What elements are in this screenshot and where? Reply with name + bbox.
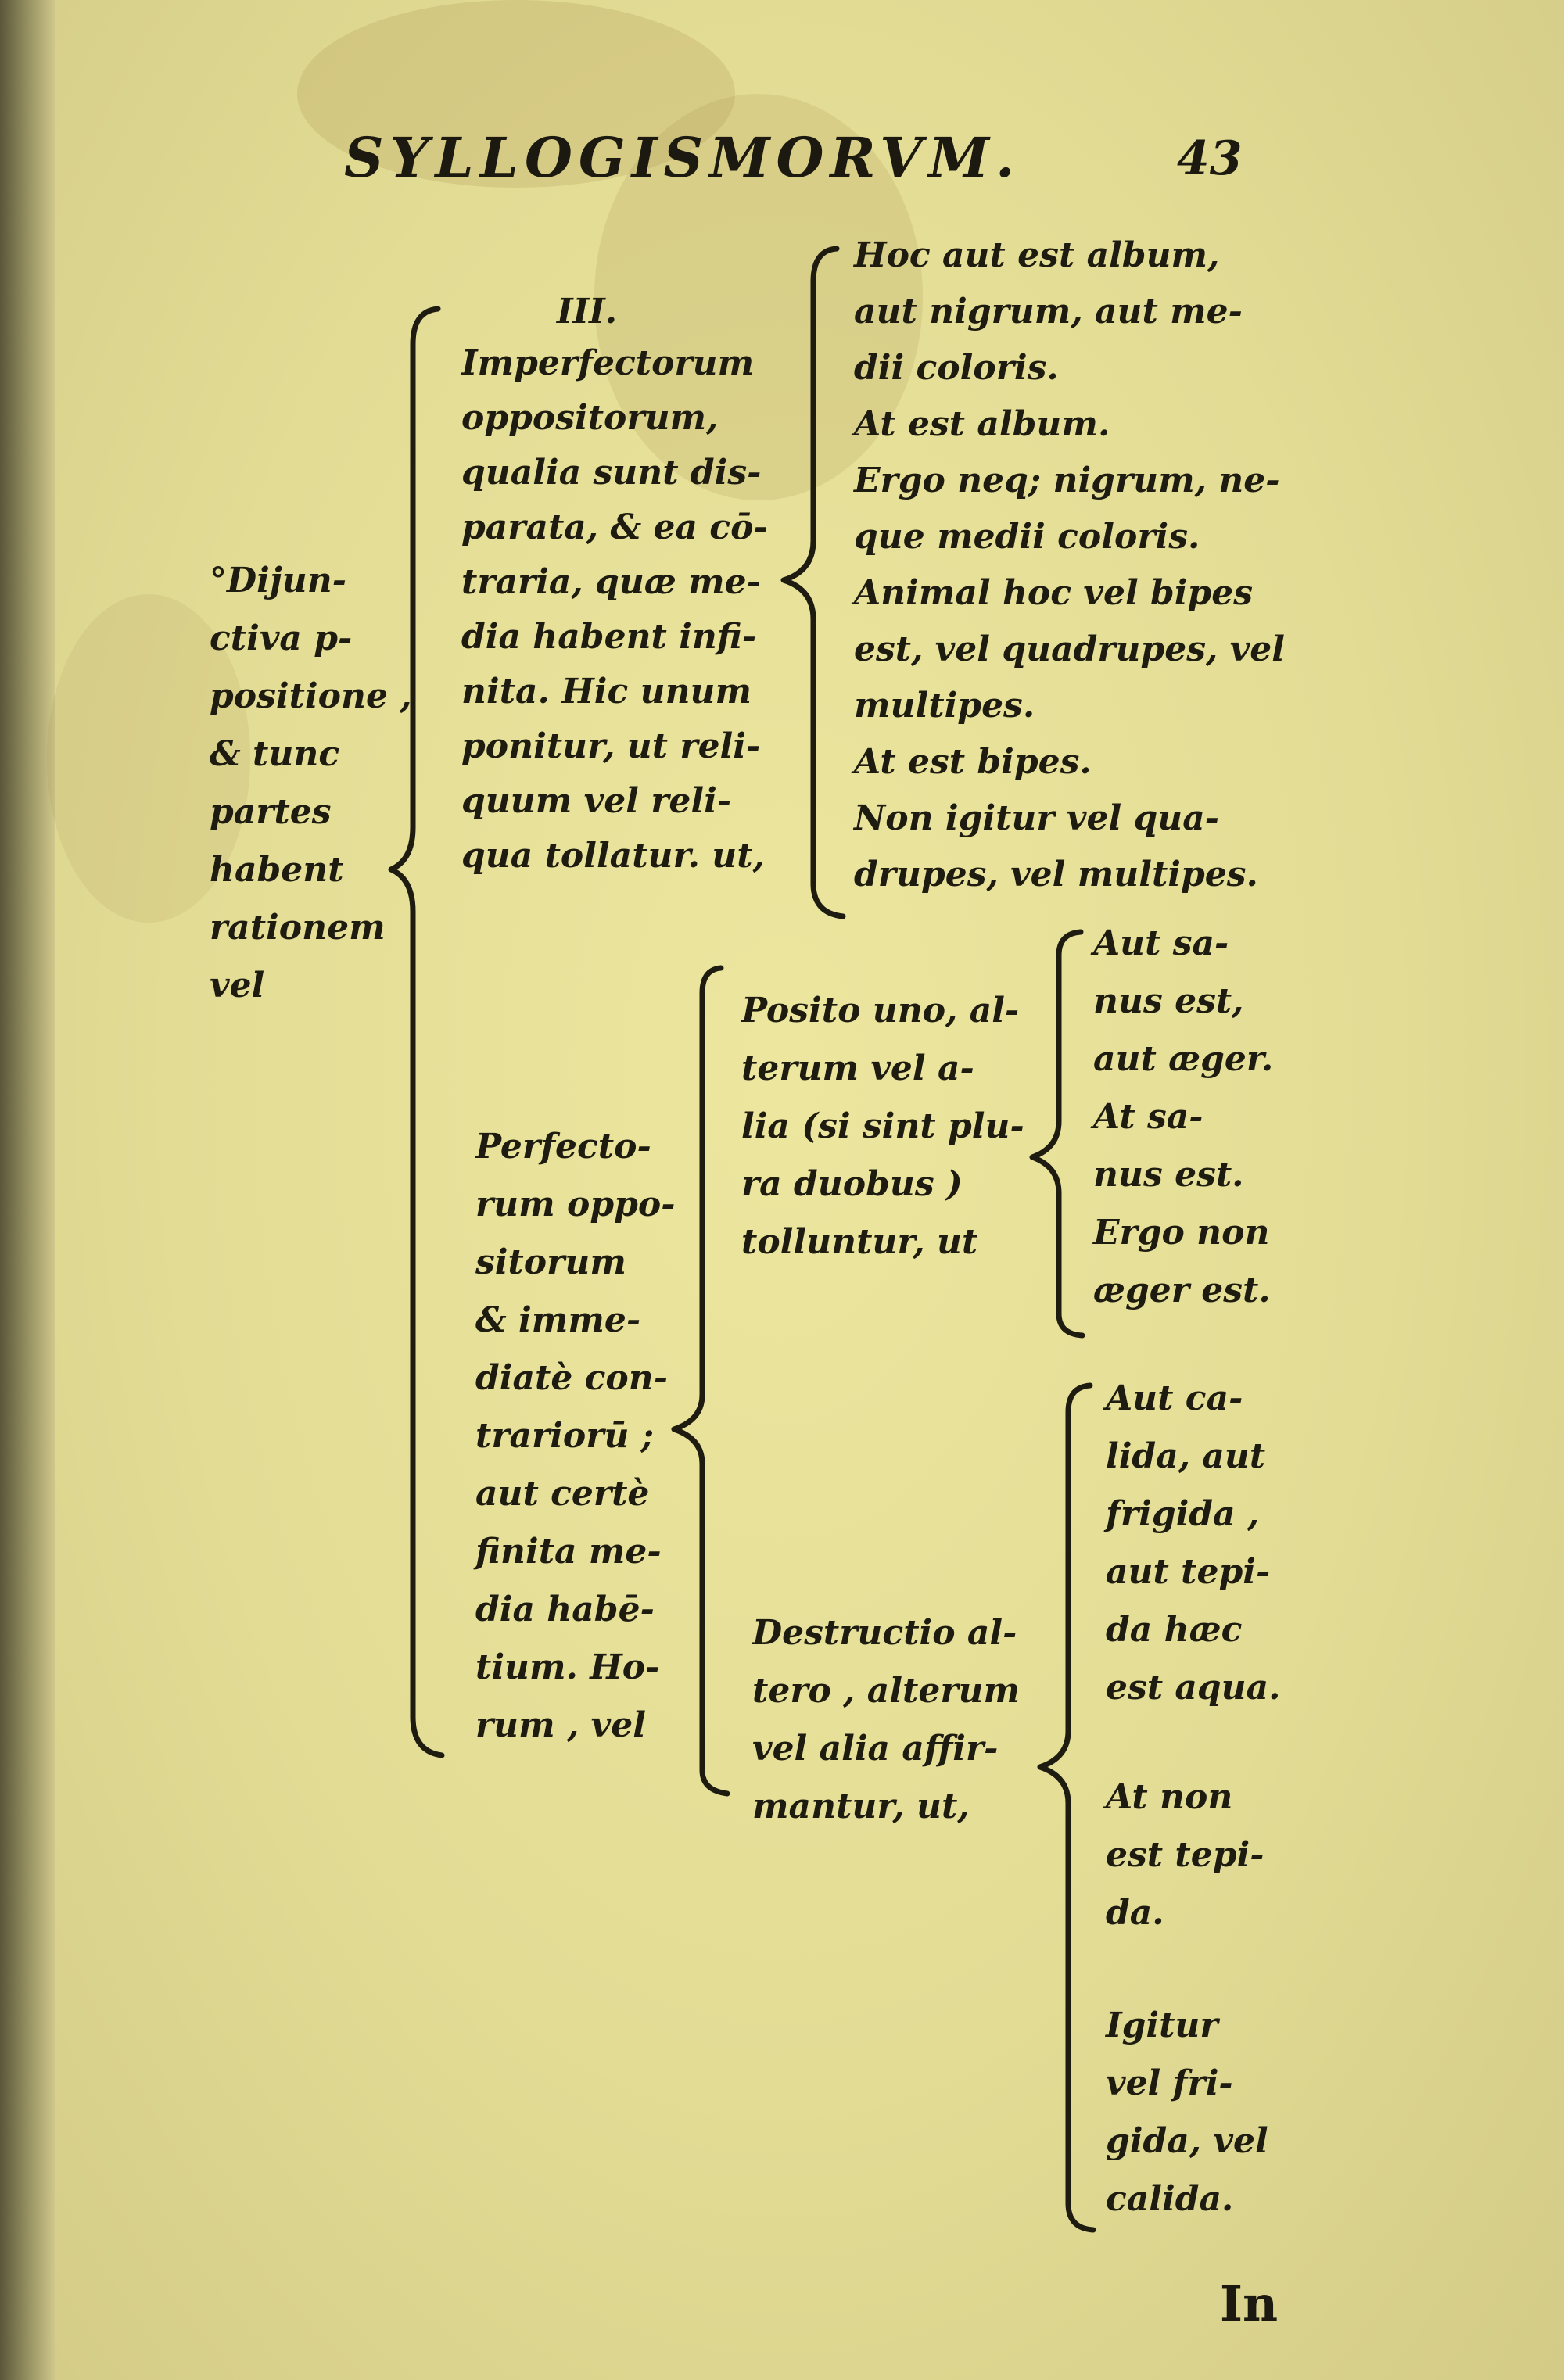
text-line: dia habē- [475,1590,655,1629]
text-line: trariorū ; [475,1416,654,1456]
text-line: drupes, vel multipes. [854,855,1258,894]
text-line: frigida , [1106,1494,1260,1534]
text-line: vel [210,966,265,1005]
text-line: At sa- [1093,1097,1203,1137]
text-line: ponitur, ut reli- [461,726,761,766]
text-line: At non [1106,1777,1233,1817]
section-numeral: III. [557,292,618,332]
text-line: vel alia affir- [752,1729,999,1769]
text-line: traria, quæ me- [461,562,761,602]
paper-stain [297,0,735,188]
text-line: Ergo neq; nigrum, ne- [854,461,1280,500]
text-line: mantur, ut, [752,1787,970,1826]
destructio-brace [1037,1382,1096,2233]
text-line: lida, aut [1106,1436,1266,1476]
text-line: aut æger. [1093,1039,1274,1079]
text-line: °Dijun- [210,561,347,600]
running-header-title: SYLLOGISMORVM. [344,125,1021,190]
text-line: est, vel quadrupes, vel [854,629,1285,669]
text-line: nita. Hic unum [461,672,752,711]
text-line: dii coloris. [854,348,1059,388]
text-line: Posito uno, al- [741,991,1020,1030]
text-line: Destructio al- [752,1613,1017,1653]
text-line: æger est. [1093,1271,1271,1310]
text-line: tium. Ho- [475,1647,660,1687]
posito-brace [1029,929,1085,1339]
text-line: & imme- [475,1300,641,1340]
imperfect-brace [780,246,846,919]
text-line: tero , alterum [752,1671,1021,1711]
text-line: Ergo non [1093,1213,1270,1253]
text-line: Igitur [1106,2005,1218,2045]
text-line: da. [1106,1893,1164,1933]
text-line: sitorum [475,1242,626,1282]
main-brace [388,306,445,1758]
text-line: Aut ca- [1106,1378,1243,1418]
text-line: partes [210,792,332,832]
text-line: ctiva p- [210,618,353,658]
text-line: rum , vel [475,1705,646,1745]
text-line: gida, vel [1106,2121,1268,2161]
text-line: tolluntur, ut [741,1222,978,1262]
text-line: terum vel a- [741,1048,974,1088]
text-line: aut nigrum, aut me- [854,292,1243,332]
text-line: oppositorum, [461,398,719,438]
text-line: aut tepi- [1106,1552,1271,1592]
text-line: rationem [210,908,386,948]
text-line: parata, & ea cō- [461,507,768,547]
text-line: Aut sa- [1093,923,1229,963]
text-line: est tepi- [1106,1835,1264,1875]
text-line: est aqua. [1106,1668,1281,1708]
text-line: finita me- [475,1532,662,1572]
page-number: 43 [1177,131,1243,186]
text-line: diatè con- [475,1358,669,1398]
text-line: qua tollatur. ut, [461,836,765,876]
text-line: habent [210,850,344,890]
text-line: rum oppo- [475,1185,676,1224]
text-line: Animal hoc vel bipes [854,573,1253,613]
text-line: da hæc [1106,1610,1243,1650]
text-line: qualia sunt dis- [461,453,762,493]
catchword: In [1220,2275,1279,2332]
paper-stain [594,94,923,500]
text-line: nus est. [1093,1155,1244,1195]
paper-stain [47,594,250,923]
text-line: dia habent infi- [461,617,757,657]
text-line: positione , [210,676,412,716]
text-line: lia (si sint plu- [741,1106,1024,1146]
text-line: calida. [1106,2179,1234,2219]
text-line: Non igitur vel qua- [854,798,1220,838]
text-line: que medii coloris. [854,517,1200,557]
text-line: nus est, [1093,981,1244,1021]
text-line: Hoc aut est album, [854,235,1220,275]
page-gutter [0,0,55,2380]
text-line: aut certè [475,1474,650,1514]
text-line: At est bipes. [854,742,1092,782]
text-line: multipes. [854,686,1035,726]
text-line: At est album. [854,404,1110,444]
perfect-brace [671,965,730,1797]
text-line: Imperfectorum [461,343,755,383]
text-line: vel fri- [1106,2063,1233,2103]
text-line: Perfecto- [475,1127,651,1167]
text-line: quum vel reli- [461,781,732,821]
text-line: ra duobus ) [741,1164,963,1204]
text-line: & tunc [210,734,340,774]
